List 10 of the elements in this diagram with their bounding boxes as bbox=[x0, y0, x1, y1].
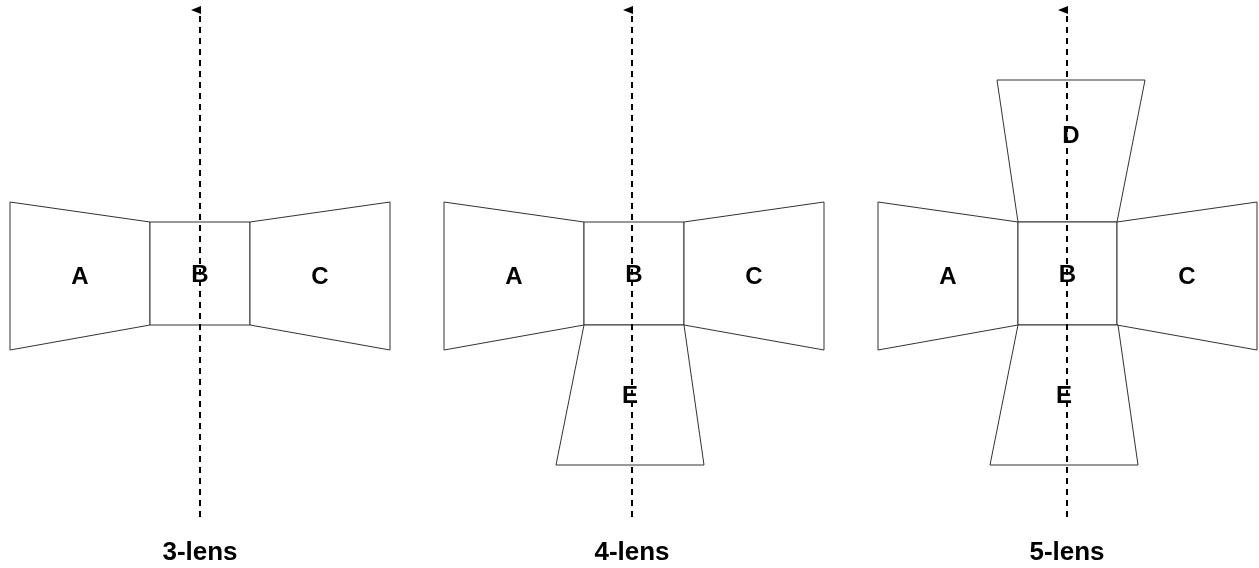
lens-letter: B bbox=[1058, 261, 1077, 286]
lens-letter: C bbox=[311, 264, 329, 288]
configuration-caption: 5-lens bbox=[1029, 536, 1105, 566]
configuration-caption: 4-lens bbox=[594, 536, 670, 566]
lens-letter: A bbox=[939, 264, 957, 288]
configuration-caption: 3-lens bbox=[162, 536, 238, 566]
lens-letter: C bbox=[1178, 264, 1196, 288]
lens-letter: A bbox=[71, 264, 89, 288]
lens-letter: C bbox=[745, 264, 763, 288]
lens-letter: A bbox=[505, 264, 523, 288]
